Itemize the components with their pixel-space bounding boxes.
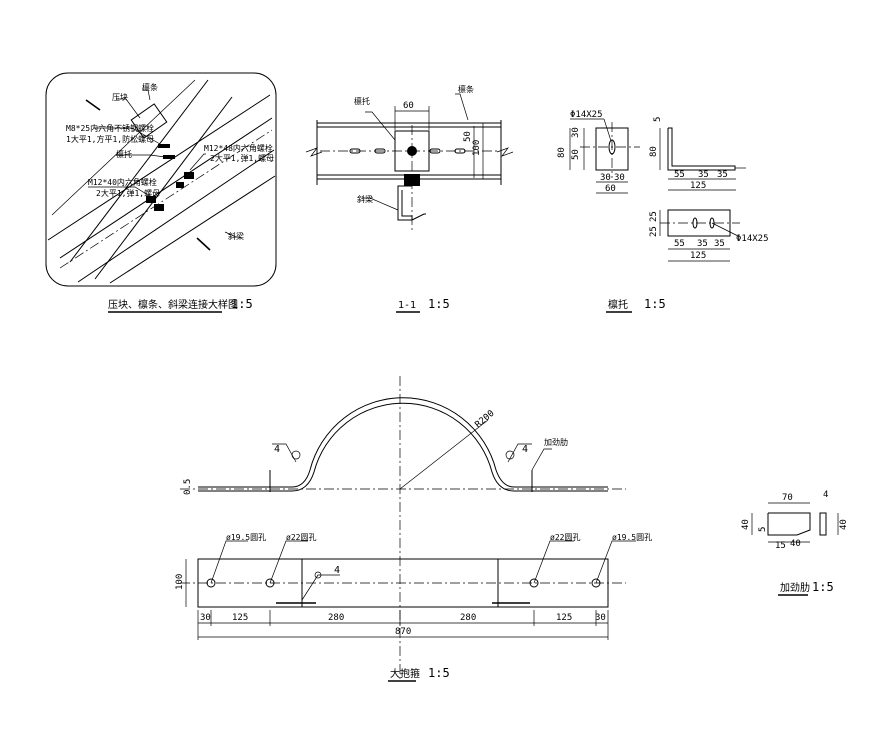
dim-125b: 125 (690, 251, 706, 261)
dim-35d: 35 (714, 239, 725, 249)
dim-125-right: 125 (556, 613, 572, 623)
detail-frame (45, 72, 277, 287)
label-thickness: 0.5 (183, 479, 193, 495)
hoop-scale: 1:5 (428, 666, 450, 680)
dim-30b: 30 (614, 173, 625, 183)
dim-870: 870 (395, 627, 411, 637)
label-bolt-m12-48: M12*48内六角螺栓 (204, 143, 273, 153)
dim-40c: 40 (839, 519, 849, 530)
dim-80: 80 (557, 147, 567, 158)
label-press-block: 压块 (112, 92, 128, 102)
stiffener-scale: 1:5 (812, 580, 834, 594)
connection-detail: 檩条 压块 M8*25内六角不锈钢螺栓 1大平1,方平1,防松螺母 檩托 M12… (45, 72, 277, 313)
label-beam: 斜梁 (228, 231, 244, 241)
label-bolt-m12-40: M12*40内六角螺栓 (88, 177, 157, 187)
label-hole-19-5-left: ø19.5圆孔 (226, 533, 266, 542)
weld-plan: 4 (334, 565, 340, 576)
label-bolt-m8-note: 1大平1,方平1,防松螺母 (66, 134, 154, 144)
dim-15: 15 (775, 541, 786, 551)
dim-40b: 40 (790, 539, 801, 549)
dim-25a: 25 (649, 211, 659, 222)
dim-280-left: 280 (328, 613, 344, 623)
dim-hole-2: Φ14X25 (736, 234, 769, 244)
dim-55: 55 (674, 170, 685, 180)
dim-30: 30 (571, 127, 581, 138)
stiffener-title: 加劲肋 (780, 581, 810, 594)
dim-30-left: 30 (200, 613, 211, 623)
weld-right: 4 (522, 444, 528, 455)
label-bolt-m12-40-note: 2大平1,弹1,螺母 (96, 188, 160, 198)
dim-50b: 50 (571, 149, 581, 160)
label-purlin-2: 檩条 (458, 84, 474, 94)
dim-t4: 4 (823, 490, 828, 500)
dim-280-right: 280 (460, 613, 476, 623)
dim-100: 100 (472, 140, 482, 156)
dim-5: 5 (758, 527, 768, 532)
dim-60: 60 (403, 101, 414, 111)
section-1-1: 檩托 檩条 斜梁 60 50 100 1-1 1:5 (305, 84, 514, 313)
dim-35c: 35 (697, 239, 708, 249)
dim-30a: 30 (600, 173, 611, 183)
label-support: 檩托 (354, 96, 370, 106)
dim-125-left: 125 (232, 613, 248, 623)
label-purlin-support: 檩托 (116, 149, 132, 159)
big-hoop-detail: R200 4 4 加劲肋 0.5 ø19.5圆孔 ø22圆孔 ø22圆孔 ø1 (175, 376, 652, 682)
dim-v80: 80 (649, 146, 659, 157)
stiffener-detail: 70 4 40 5 15 40 40 加劲肋 1:5 (741, 490, 849, 596)
support-title: 檩托 (608, 298, 628, 311)
weld-left: 4 (274, 444, 280, 455)
section-scale: 1:5 (428, 297, 450, 311)
dim-t5: 5 (653, 117, 663, 122)
dim-40: 40 (741, 519, 751, 530)
dim-50: 50 (463, 131, 473, 142)
support-scale: 1:5 (644, 297, 666, 311)
hoop-title: 大抱箍 (390, 667, 420, 680)
label-stiffener: 加劲肋 (544, 437, 568, 447)
dim-70: 70 (782, 493, 793, 503)
dim-125: 125 (690, 181, 706, 191)
label-bolt-m8: M8*25内六角不锈钢螺栓 (66, 123, 154, 133)
dim-55b: 55 (674, 239, 685, 249)
label-hole-22-left: ø22圆孔 (286, 533, 316, 542)
connection-title: 压块、檩条、斜梁连接大样图 (108, 298, 238, 311)
dim-35b: 35 (717, 170, 728, 180)
label-height: 100 (175, 574, 185, 590)
label-bolt-m12-48-note: 2大平1,弹1,螺母 (210, 153, 274, 163)
label-hole-22-right: ø22圆孔 (550, 533, 580, 542)
label-r200: R200 (474, 409, 497, 431)
label-beam-2: 斜梁 (357, 194, 373, 204)
dim-35a: 35 (698, 170, 709, 180)
purlin-support-detail: Φ14X25 30 50 80 30 30 60 80 5 55 35 35 1… (557, 110, 769, 313)
section-title: 1-1 (398, 300, 416, 311)
connection-scale: 1:5 (231, 297, 253, 311)
dim-30-right: 30 (595, 613, 606, 623)
dim-25b: 25 (649, 226, 659, 237)
dim-hole-1: Φ14X25 (570, 110, 603, 120)
label-hole-19-5-right: ø19.5圆孔 (612, 533, 652, 542)
label-purlin: 檩条 (142, 82, 158, 92)
dim-60b: 60 (605, 184, 616, 194)
